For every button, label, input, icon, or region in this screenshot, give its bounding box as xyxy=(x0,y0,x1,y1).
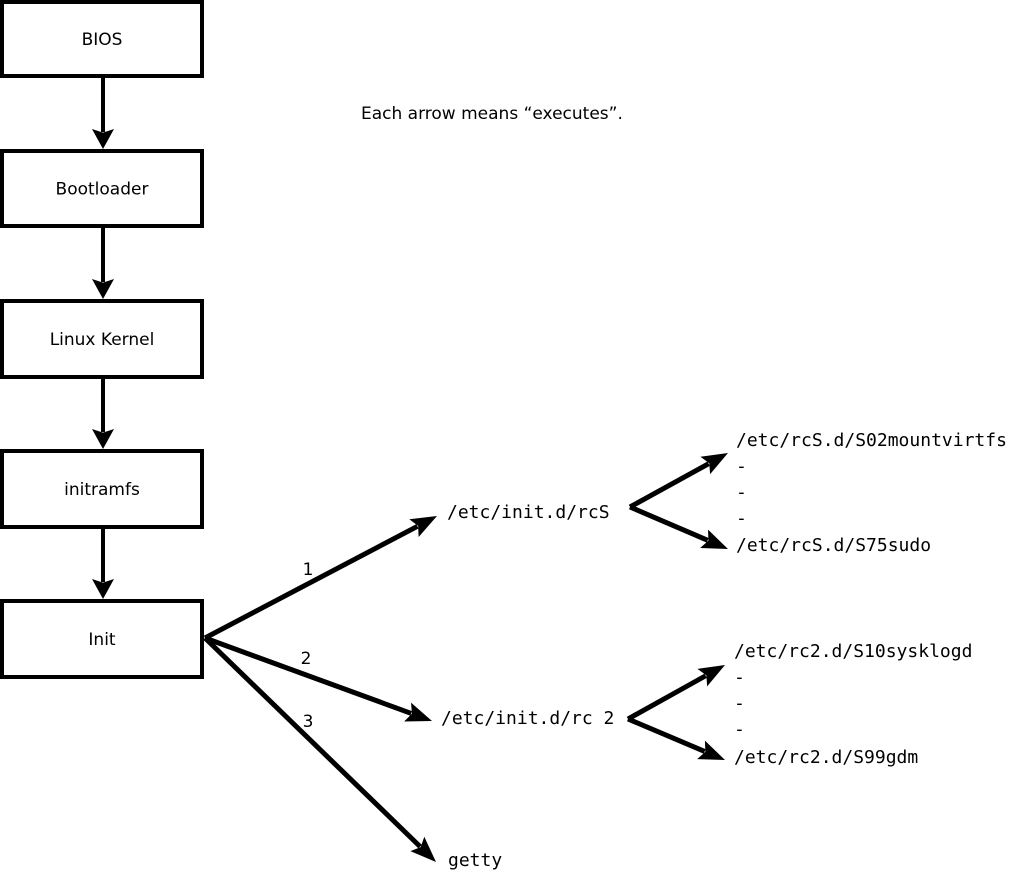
process-box-initrd[interactable]: initramfs xyxy=(0,449,204,529)
arrow-kernel-to-initramfs xyxy=(92,377,114,449)
branch-number-1: 1 xyxy=(303,560,314,580)
vertical-arrows-group xyxy=(92,76,114,599)
script-label-rc2-scripts-last: /etc/rc2.d/S99gdm xyxy=(734,747,918,768)
process-box-bios[interactable]: BIOS xyxy=(0,0,204,78)
init-branch-2-arrowhead xyxy=(404,702,432,722)
script-label-rcs-scripts-first: /etc/rcS.d/S02mountvirtfs xyxy=(736,430,1007,451)
arrow-kernel-to-initramfs-arrowhead xyxy=(92,429,114,449)
branch-target-label-branch-2: /etc/init.d/rc 2 xyxy=(441,708,614,729)
subgroup-rcs-scripts: /etc/rcS.d/S02mountvirtfs/etc/rcS.d/S75s… xyxy=(628,430,1007,556)
box-outline-kernel xyxy=(0,299,204,379)
box-label-kernel: Linux Kernel xyxy=(50,330,155,350)
arrow-bios-to-bootloader-arrowhead xyxy=(92,129,114,149)
script-label-rc2-scripts-first: /etc/rc2.d/S10sysklogd xyxy=(734,641,972,662)
box-outline-bios xyxy=(0,0,204,78)
process-box-kernel[interactable]: Linux Kernel xyxy=(0,299,204,379)
script-subgroups-group: /etc/rcS.d/S02mountvirtfs/etc/rcS.d/S75s… xyxy=(626,430,1007,768)
ellipsis-dash-rcs-scripts-0: - xyxy=(736,456,747,477)
box-label-initrd: initramfs xyxy=(64,480,140,500)
arrow-bootloader-to-kernel xyxy=(92,226,114,299)
branch-number-2: 2 xyxy=(301,649,312,669)
script-label-rcs-scripts-last: /etc/rcS.d/S75sudo xyxy=(736,535,931,556)
process-box-init[interactable]: Init xyxy=(0,599,204,679)
init-branch-3-arrowhead xyxy=(410,836,436,862)
box-label-bootldr: Bootloader xyxy=(56,180,149,200)
subgroup-rc2-scripts-last-arrowhead xyxy=(697,740,725,760)
box-outline-init xyxy=(0,599,204,679)
arrow-bios-to-bootloader xyxy=(92,76,114,149)
subgroup-rc2-scripts-first-arrowhead xyxy=(697,665,725,687)
init-branch-1: 1/etc/init.d/rcS xyxy=(203,502,610,641)
branch-target-label-branch-1: /etc/init.d/rcS xyxy=(447,502,610,523)
arrow-initramfs-to-init-arrowhead xyxy=(92,579,114,599)
ellipsis-dash-rc2-scripts-1: - xyxy=(734,693,745,714)
box-outline-initrd xyxy=(0,449,204,529)
subgroup-rc2-scripts: /etc/rc2.d/S10sysklogd/etc/rc2.d/S99gdm -… xyxy=(626,641,972,768)
ellipsis-dash-rc2-scripts-2: - xyxy=(734,719,745,740)
init-branch-1-arrowhead xyxy=(409,516,437,537)
ellipsis-dash-rc2-scripts-0: - xyxy=(734,667,745,688)
init-branch-2: 2/etc/init.d/rc 2 xyxy=(204,635,614,729)
ellipsis-dash-rcs-scripts-2: - xyxy=(736,508,747,529)
box-label-bios: BIOS xyxy=(82,30,123,50)
branch-number-3: 3 xyxy=(303,712,314,732)
legend-note: Each arrow means “executes”. xyxy=(361,104,623,124)
ellipsis-dash-rcs-scripts-1: - xyxy=(736,482,747,503)
arrow-bootloader-to-kernel-arrowhead xyxy=(92,279,114,299)
branch-target-label-branch-3: getty xyxy=(448,850,502,871)
arrow-initramfs-to-init xyxy=(92,527,114,599)
process-box-bootldr[interactable]: Bootloader xyxy=(0,149,204,228)
subgroup-rcs-scripts-first-arrowhead xyxy=(700,453,728,475)
box-label-init: Init xyxy=(88,630,116,650)
init-branch-3: 3 getty xyxy=(203,636,502,871)
subgroup-rcs-scripts-last-arrowhead xyxy=(700,529,728,549)
